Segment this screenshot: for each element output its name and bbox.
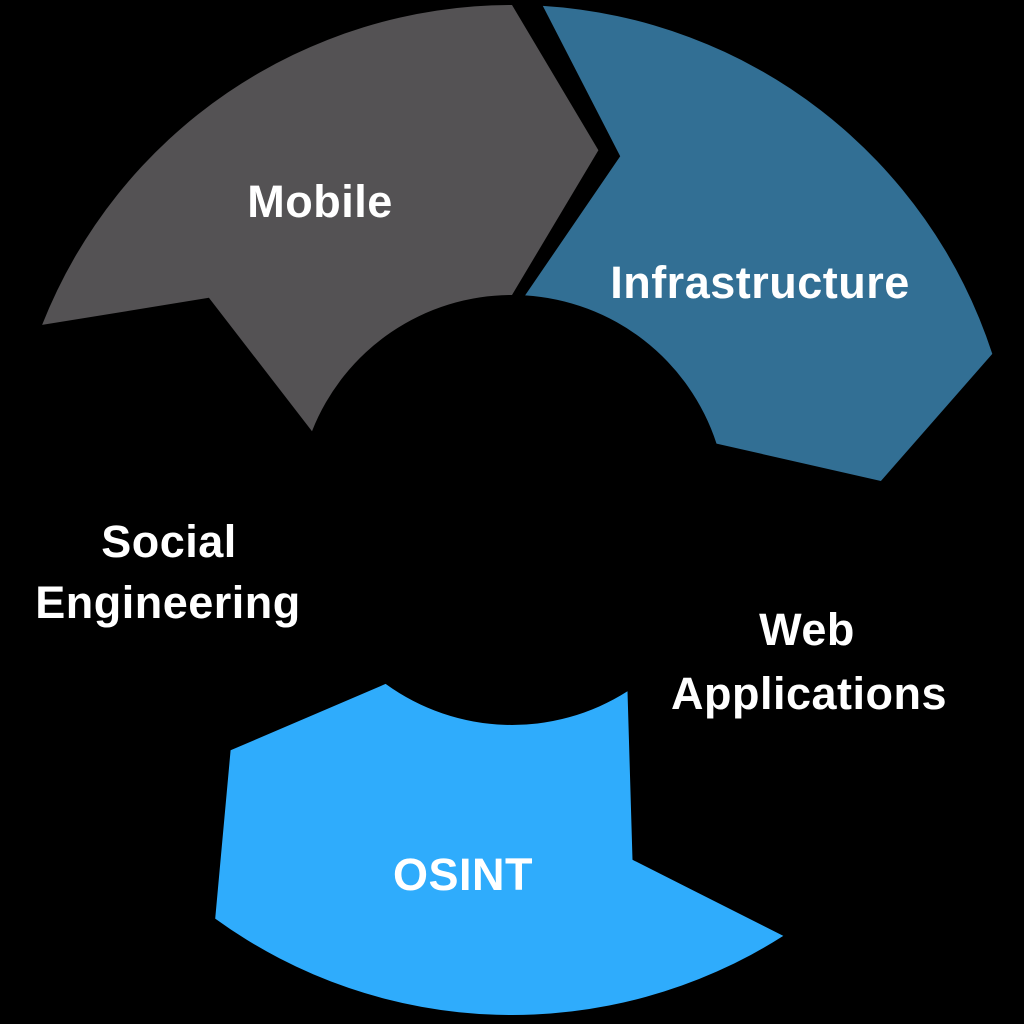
segment-osint [215,683,784,1015]
segment-label-social-engineering-line-1: Social [101,516,237,567]
segment-label-osint-line-1: OSINT [393,849,533,900]
segment-label-mobile-line-1: Mobile [247,176,393,227]
segment-label-infrastructure-line-1: Infrastructure [610,257,910,308]
segment-web-applications [638,383,1017,919]
segment-label-web-applications-line-2: Applications [671,668,947,719]
segment-social-engineering [6,316,376,900]
segments-layer [6,4,1017,1015]
segment-label-social-engineering-line-2: Engineering [35,577,301,628]
segment-mobile [42,4,599,432]
segment-infrastructure [525,5,993,482]
segment-label-web-applications-line-1: Web [759,604,855,655]
